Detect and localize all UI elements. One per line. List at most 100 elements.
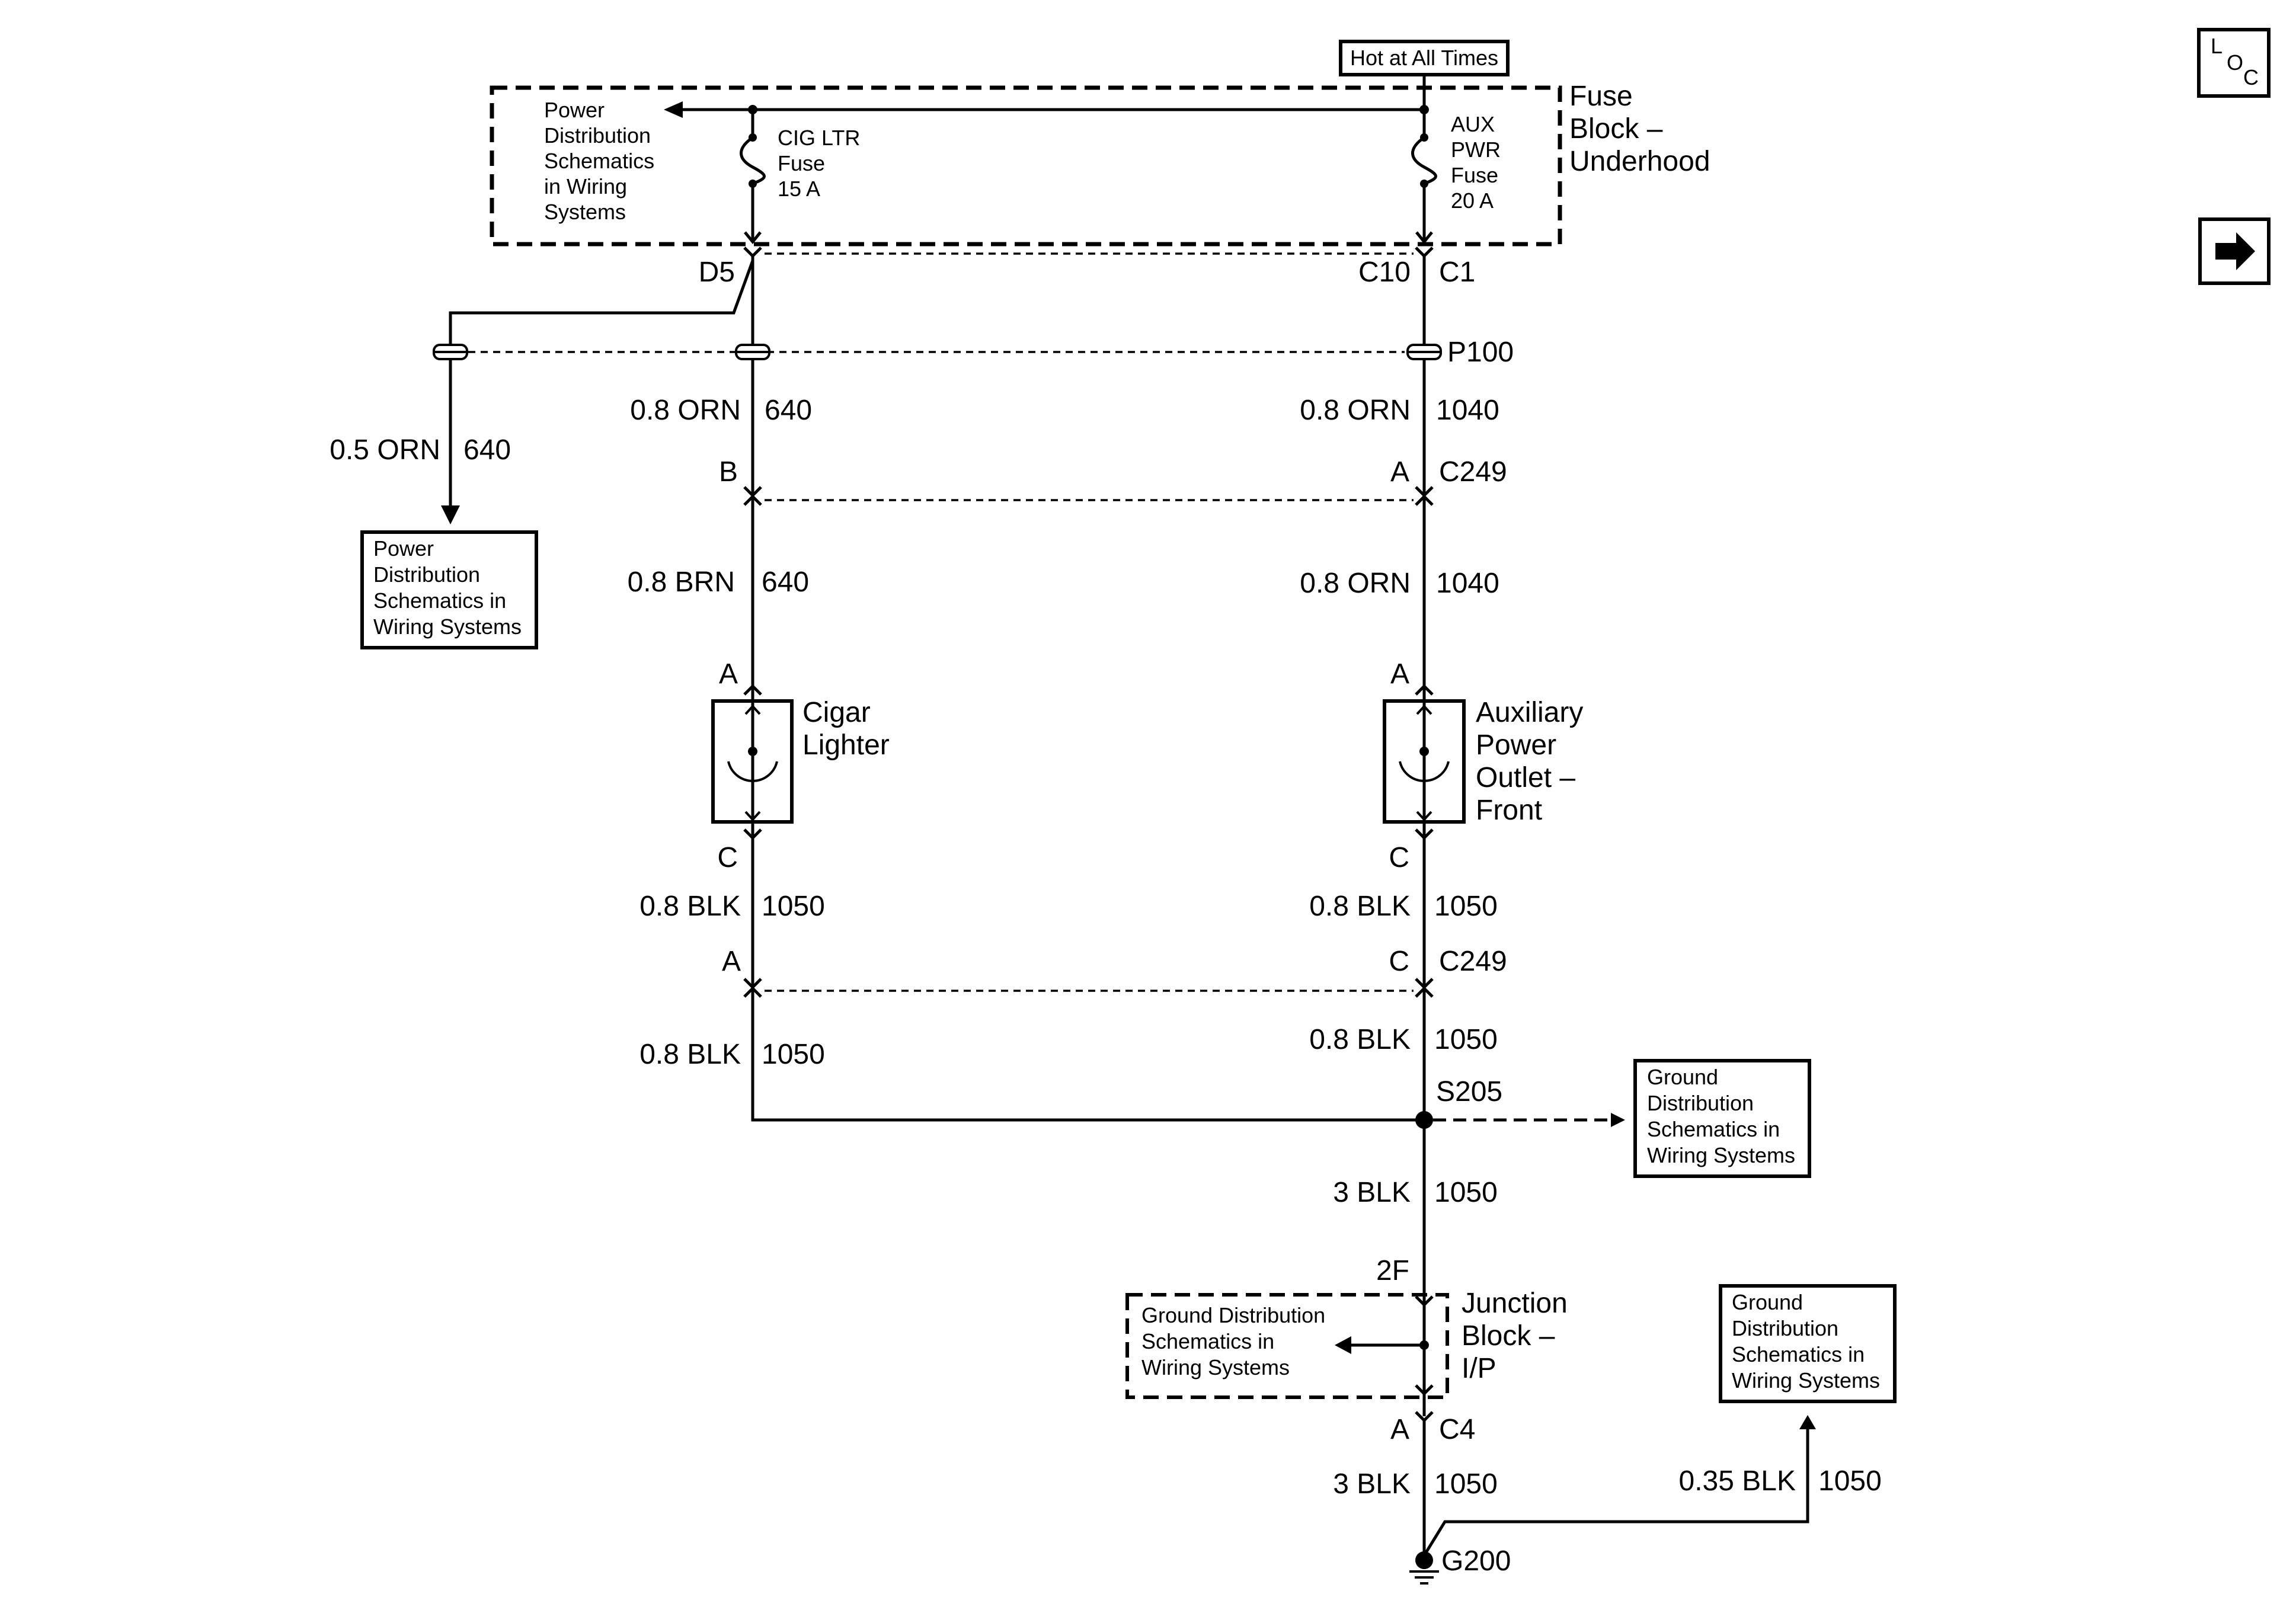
junction-inner-ref-line3: Wiring Systems [1141, 1355, 1290, 1379]
fuse-left-ref-line4: in Wiring [544, 174, 627, 199]
fuse-left-ref-line2: Distribution [544, 123, 651, 148]
c249-pin-b-label: B [719, 456, 738, 488]
splice-p100-label: P100 [1447, 337, 1514, 368]
p100-connector-aux [1406, 344, 1442, 360]
ground-ref-right-line1: Ground [1732, 1290, 1803, 1314]
power-distribution-ref-box: Power Distribution Schematics in Wiring … [360, 530, 538, 649]
aux-fuse-label-line3: Fuse [1451, 163, 1498, 187]
junction-block-ip: 2F Ground Distribution Schematics in Wir… [1125, 1255, 1568, 1445]
fuse-block-name-line1: Fuse [1569, 81, 1633, 112]
ground-ref-s205-line1: Ground [1647, 1065, 1718, 1089]
wire-right-gnd-circuit: 1050 [1818, 1465, 1882, 1497]
loc-letter-l: L [2211, 34, 2223, 58]
connector-c249-bottom: A C C249 [722, 946, 1507, 998]
cigar-pin-a-label: A [719, 658, 738, 690]
junction-inner-ref-line2: Schematics in [1141, 1329, 1274, 1353]
junction-inner-ref-line1: Ground Distribution [1141, 1303, 1325, 1327]
pin-d5-label: D5 [699, 257, 735, 288]
right-arrow-icon [2215, 232, 2255, 270]
loc-button[interactable]: L O C [2197, 28, 2271, 98]
fuse-block-name-line3: Underhood [1569, 146, 1710, 177]
wire-cig-upper-circuit: 640 [765, 395, 812, 426]
connector-c1-label: C1 [1439, 257, 1475, 288]
cigar-lighter: A C Cigar Lighter [711, 658, 890, 873]
c249-pin-c-bottom-label: C [1389, 946, 1409, 977]
wire-cig-mid-gauge: 0.8 BRN [628, 566, 735, 598]
fuse-left-ref-line1: Power [544, 98, 605, 122]
wire-cig-mid-circuit: 640 [762, 566, 809, 598]
junction-pin-a-label: A [1390, 1414, 1409, 1445]
arrow-down-icon [441, 505, 460, 524]
cig-fuse-label-line3: 15 A [778, 177, 820, 201]
wire-aux-mid-gauge: 0.8 ORN [1300, 568, 1411, 599]
aux-outlet-name-line2: Power [1476, 729, 1556, 761]
arrow-right-small-icon [1611, 1113, 1625, 1127]
p100-connector-left [433, 344, 468, 360]
wire-aux-gnd2-gauge: 0.8 BLK [1309, 1024, 1411, 1055]
arrow-left-icon [664, 101, 683, 118]
junction-pin-2f-label: 2F [1376, 1255, 1409, 1286]
wire-aux-gnd1-circuit: 1050 [1434, 891, 1498, 922]
fuse-left-ref-line5: Systems [544, 200, 626, 224]
left-ref-box-line4: Wiring Systems [373, 614, 522, 639]
ground-g200-dot [1415, 1551, 1433, 1569]
hot-at-all-times-label: Hot at All Times [1350, 46, 1498, 70]
next-page-button[interactable] [2198, 217, 2271, 285]
wire-cig-gnd2-circuit: 1050 [762, 1039, 825, 1070]
wire-cig-gnd1-gauge: 0.8 BLK [639, 891, 741, 922]
cig-fuse-label-line1: CIG LTR [778, 126, 860, 150]
wire-aux-gnd1-gauge: 0.8 BLK [1309, 891, 1411, 922]
aux-pin-a-label: A [1390, 658, 1409, 690]
junction-block-name-line1: Junction [1462, 1288, 1568, 1319]
wire-cig-gnd1-circuit: 1050 [762, 891, 825, 922]
cigar-lighter-element-icon [727, 761, 778, 782]
cigar-pin-c-label: C [717, 842, 738, 873]
ground-g200-label: G200 [1441, 1545, 1511, 1577]
ground-symbol-icon [1409, 1570, 1439, 1585]
p100-connector-cig [735, 344, 770, 360]
ground-ref-s205-line4: Wiring Systems [1647, 1143, 1795, 1167]
cigar-lighter-name-line1: Cigar [802, 697, 871, 728]
fuse-block-outline [490, 85, 1562, 247]
left-ref-box-line2: Distribution [373, 562, 480, 587]
aux-fuse-label-line1: AUX [1451, 112, 1495, 136]
loc-letter-o: O [2227, 50, 2243, 75]
ground-ref-right-line3: Schematics in [1732, 1342, 1865, 1366]
wire-final-gnd-circuit: 1050 [1434, 1468, 1498, 1500]
connector-c249-top: B A C249 [719, 456, 1507, 506]
connector-c4-label: C4 [1439, 1414, 1475, 1445]
ground-ref-s205-line3: Schematics in [1647, 1117, 1780, 1141]
c249-pin-a-top-label: A [1390, 456, 1409, 488]
cig-ltr-fuse-icon [740, 136, 766, 185]
wire-final-gnd-gauge: 3 BLK [1333, 1468, 1411, 1500]
junction-block-name-line3: I/P [1462, 1353, 1496, 1384]
c249-bottom-name: C249 [1439, 946, 1507, 977]
fuse-left-ref-line3: Schematics [544, 149, 654, 173]
aux-outlet-element-icon [1399, 761, 1450, 782]
connector-c1: D5 C10 C1 [699, 247, 1475, 288]
aux-fuse-label-line4: 20 A [1451, 188, 1494, 213]
junction-block-name-line2: Block – [1462, 1320, 1555, 1352]
arrow-up-icon [1799, 1415, 1816, 1429]
loc-icon[interactable] [2197, 28, 2271, 98]
junction-block-outline [1125, 1293, 1449, 1399]
aux-fuse-label-line2: PWR [1451, 137, 1501, 162]
aux-outlet-name-line4: Front [1476, 795, 1542, 826]
ground-ref-right-line2: Distribution [1732, 1316, 1838, 1340]
aux-pwr-fuse-icon [1411, 136, 1437, 185]
splice-s205-dot [1415, 1111, 1433, 1129]
wire-cig-upper-gauge: 0.8 ORN [630, 395, 741, 426]
fuse-block-name-line2: Block – [1569, 113, 1663, 145]
wire-aux-upper-circuit: 1040 [1436, 395, 1499, 426]
cigar-lighter-name-line2: Lighter [802, 729, 890, 761]
loc-letter-c: C [2243, 65, 2259, 89]
wire-cig-gnd2-gauge: 0.8 BLK [639, 1039, 741, 1070]
cig-fuse-label-line2: Fuse [778, 151, 825, 175]
splice-pack-p100: P100 [433, 256, 1514, 524]
wire-left-ref-circuit: 640 [463, 434, 511, 466]
left-ref-box-line1: Power [373, 536, 434, 561]
aux-outlet-name-line1: Auxiliary [1476, 697, 1583, 728]
splice-s205-label: S205 [1436, 1076, 1502, 1108]
c249-top-name: C249 [1439, 456, 1507, 488]
